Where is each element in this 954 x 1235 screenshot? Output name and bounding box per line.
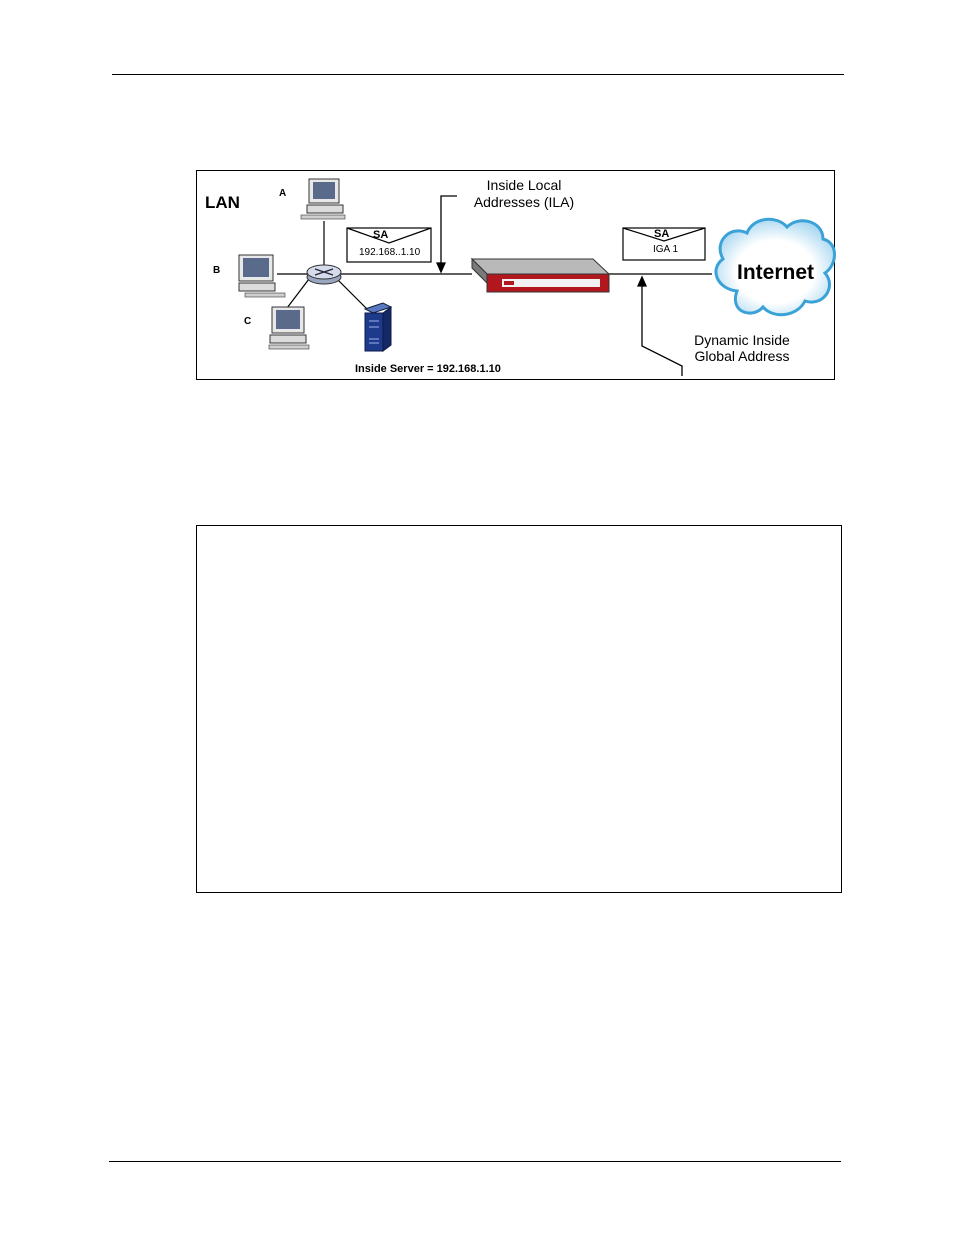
ila-label: Inside Local Addresses (ILA) xyxy=(473,177,575,210)
computer-c-icon xyxy=(268,306,310,350)
wan-packet-title: SA xyxy=(654,228,670,240)
switch-icon xyxy=(306,264,342,285)
footer-rule xyxy=(109,1161,841,1162)
iga-label: Dynamic Inside Global Address xyxy=(694,332,790,364)
network-links xyxy=(277,221,712,310)
ila-arrow xyxy=(435,195,457,274)
lan-packet-address: 192.168..1.10 xyxy=(359,247,421,258)
wan-packet-address: IGA 1 xyxy=(653,244,679,255)
header-rule xyxy=(112,74,844,75)
empty-content-box xyxy=(196,525,842,893)
iga-arrow xyxy=(636,275,683,376)
lan-label: LAN xyxy=(205,193,240,212)
internet-label: Internet xyxy=(737,261,815,284)
nat-diagram: LAN A B C Inside Local Addresses (ILA) S… xyxy=(196,170,836,380)
internet-cloud-icon xyxy=(714,217,836,317)
nat-router-icon xyxy=(470,257,611,293)
lan-packet-title: SA xyxy=(373,229,389,241)
computer-b-icon xyxy=(238,254,286,298)
server-icon xyxy=(363,302,393,352)
computer-a-label: A xyxy=(279,188,287,199)
computer-b-label: B xyxy=(213,265,221,276)
wan-packet-envelope xyxy=(622,227,706,261)
computer-c-label: C xyxy=(244,316,252,327)
computer-a-icon xyxy=(300,178,346,220)
server-label: Inside Server = 192.168.1.10 xyxy=(355,363,501,375)
diagram-canvas xyxy=(238,178,836,376)
lan-packet-envelope xyxy=(346,227,432,263)
